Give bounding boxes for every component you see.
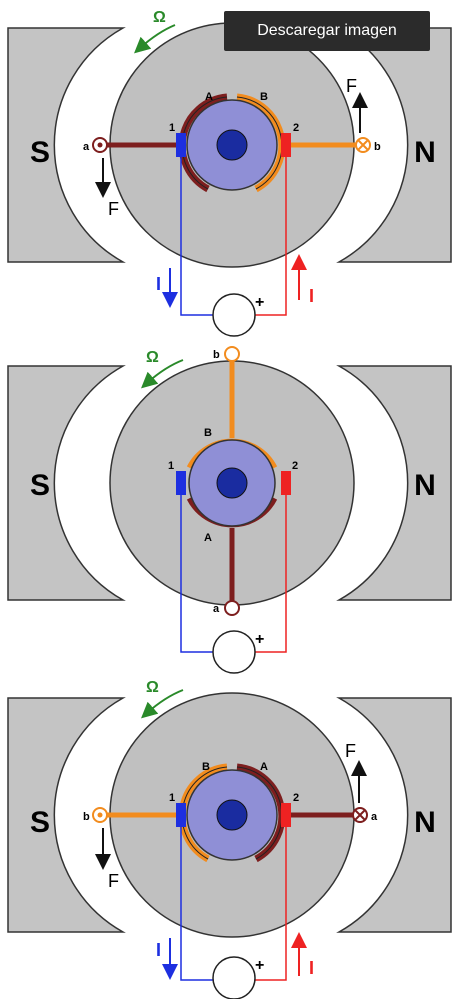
battery-plus: +	[255, 294, 264, 311]
shaft	[216, 799, 248, 831]
end-a-label: a	[83, 141, 90, 153]
omega-label: Ω	[146, 679, 159, 696]
magnet-south	[7, 697, 126, 933]
current-label-left: I	[156, 940, 161, 960]
panel-3: S N Ω B A 1 2 b a F F + I I	[7, 679, 452, 999]
force-right-label: F	[345, 741, 356, 761]
brush-1	[176, 471, 186, 495]
current-label-right: I	[309, 958, 314, 978]
force-left-label: F	[108, 199, 119, 219]
pole-n-label: N	[414, 469, 436, 502]
battery	[212, 630, 256, 674]
download-image-button[interactable]: Descaregar imagen	[224, 11, 430, 51]
brush-1-label: 1	[168, 460, 174, 472]
brush-1-label: 1	[169, 792, 175, 804]
pole-n-label: N	[414, 136, 436, 169]
wire-positive	[255, 495, 287, 653]
segment-label-a: A	[204, 532, 212, 544]
wire-positive	[255, 827, 287, 981]
segment-label-b: B	[202, 761, 210, 773]
brush-2	[281, 471, 291, 495]
wire-negative	[180, 495, 213, 653]
brush-2	[281, 133, 291, 157]
panel-2: S N Ω B A 1 2 b a +	[7, 346, 452, 674]
end-b-label: b	[83, 811, 90, 823]
end-b-label: b	[213, 349, 220, 361]
force-right-label: F	[346, 76, 357, 96]
pole-s-label: S	[30, 806, 50, 839]
brush-2-label: 2	[293, 792, 299, 804]
pole-s-label: S	[30, 136, 50, 169]
shaft	[216, 467, 248, 499]
brush-2-label: 2	[292, 460, 298, 472]
panel-1: S N Ω A B 1 2 a b F F	[7, 9, 452, 337]
end-b-label: b	[374, 141, 381, 153]
pole-s-label: S	[30, 469, 50, 502]
segment-label-b: B	[204, 427, 212, 439]
omega-label: Ω	[153, 9, 166, 26]
rotation-arrow	[134, 24, 176, 54]
battery	[212, 293, 256, 337]
shaft	[216, 129, 248, 161]
battery-plus: +	[255, 631, 264, 648]
pole-n-label: N	[414, 806, 436, 839]
brush-1-label: 1	[169, 122, 175, 134]
brush-2-label: 2	[293, 122, 299, 134]
brush-2	[281, 803, 291, 827]
conductor-a-end	[224, 600, 240, 616]
magnet-north	[336, 365, 452, 601]
battery-plus: +	[255, 957, 264, 974]
end-a-label: a	[371, 811, 378, 823]
wire-negative	[180, 157, 213, 316]
magnet-south	[7, 365, 126, 601]
wire-negative	[180, 827, 213, 981]
rotation-arrow	[141, 359, 184, 389]
segment-label-a: A	[260, 761, 268, 773]
omega-label: Ω	[146, 349, 159, 366]
rotation-arrow	[141, 689, 184, 719]
conductor-b-end	[224, 346, 240, 362]
segment-label-a: A	[205, 91, 213, 103]
brush-1	[176, 133, 186, 157]
wire-positive	[255, 157, 287, 316]
brush-1	[176, 803, 186, 827]
magnet-south	[7, 27, 126, 263]
battery	[212, 956, 256, 999]
magnet-north	[336, 697, 452, 933]
force-left-label: F	[108, 871, 119, 891]
end-a-label: a	[213, 603, 220, 615]
current-label-left: I	[156, 274, 161, 294]
segment-label-b: B	[260, 91, 268, 103]
current-label-right: I	[309, 286, 314, 306]
